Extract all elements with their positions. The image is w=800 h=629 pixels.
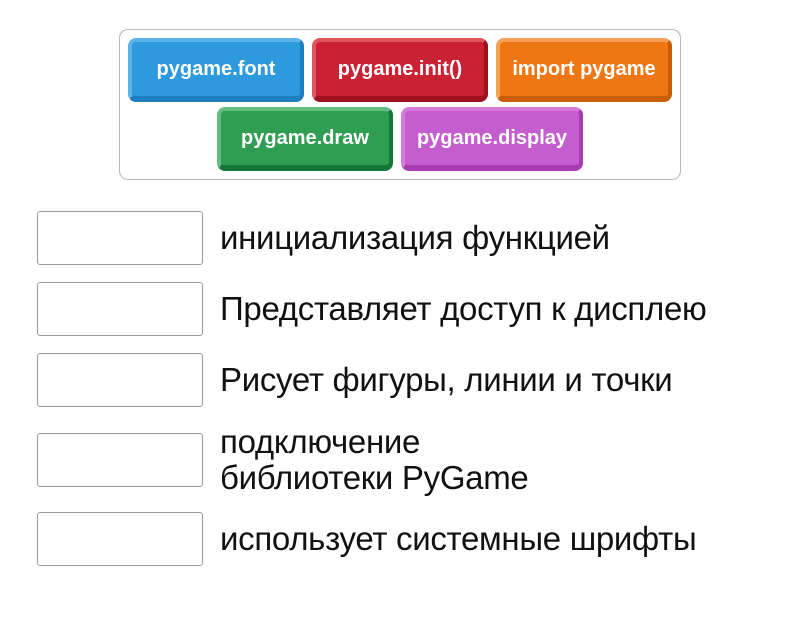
match-row: Представляет доступ к дисплею [37,282,800,336]
chip-pygame-init[interactable]: pygame.init() [312,38,488,102]
definition-text: инициализация функцией [220,219,610,257]
definition-text: Представляет доступ к дисплею [220,290,707,328]
chip-label: import pygame [512,57,656,80]
drop-box-3[interactable] [37,353,203,407]
match-list: инициализация функцией Представляет дост… [37,211,800,567]
chip-import-pygame[interactable]: import pygame [496,38,672,102]
definition-text: Рисует фигуры, линии и точки [220,361,673,399]
drop-box-2[interactable] [37,282,203,336]
chip-label: pygame.display [416,126,568,149]
drop-box-5[interactable] [37,512,203,567]
drop-box-1[interactable] [37,211,203,265]
word-bank: pygame.font pygame.init() import pygame … [119,29,681,180]
definition-text: использует системные шрифты [220,520,697,558]
match-row: подключение библиотеки PyGame [37,424,800,495]
word-bank-row-2: pygame.draw pygame.display [216,107,584,171]
definition-text: подключение библиотеки PyGame [220,423,529,496]
chip-pygame-draw[interactable]: pygame.draw [216,107,393,171]
chip-pygame-font[interactable]: pygame.font [128,38,304,102]
word-bank-row-1: pygame.font pygame.init() import pygame [128,38,672,102]
chip-label: pygame.font [156,57,276,80]
chip-label: pygame.init() [337,57,463,80]
chip-label: pygame.draw [241,126,369,149]
match-row: Рисует фигуры, линии и точки [37,353,800,407]
drop-box-4[interactable] [37,432,203,487]
match-row: использует системные шрифты [37,512,800,567]
chip-pygame-display[interactable]: pygame.display [400,107,584,171]
match-row: инициализация функцией [37,211,800,265]
